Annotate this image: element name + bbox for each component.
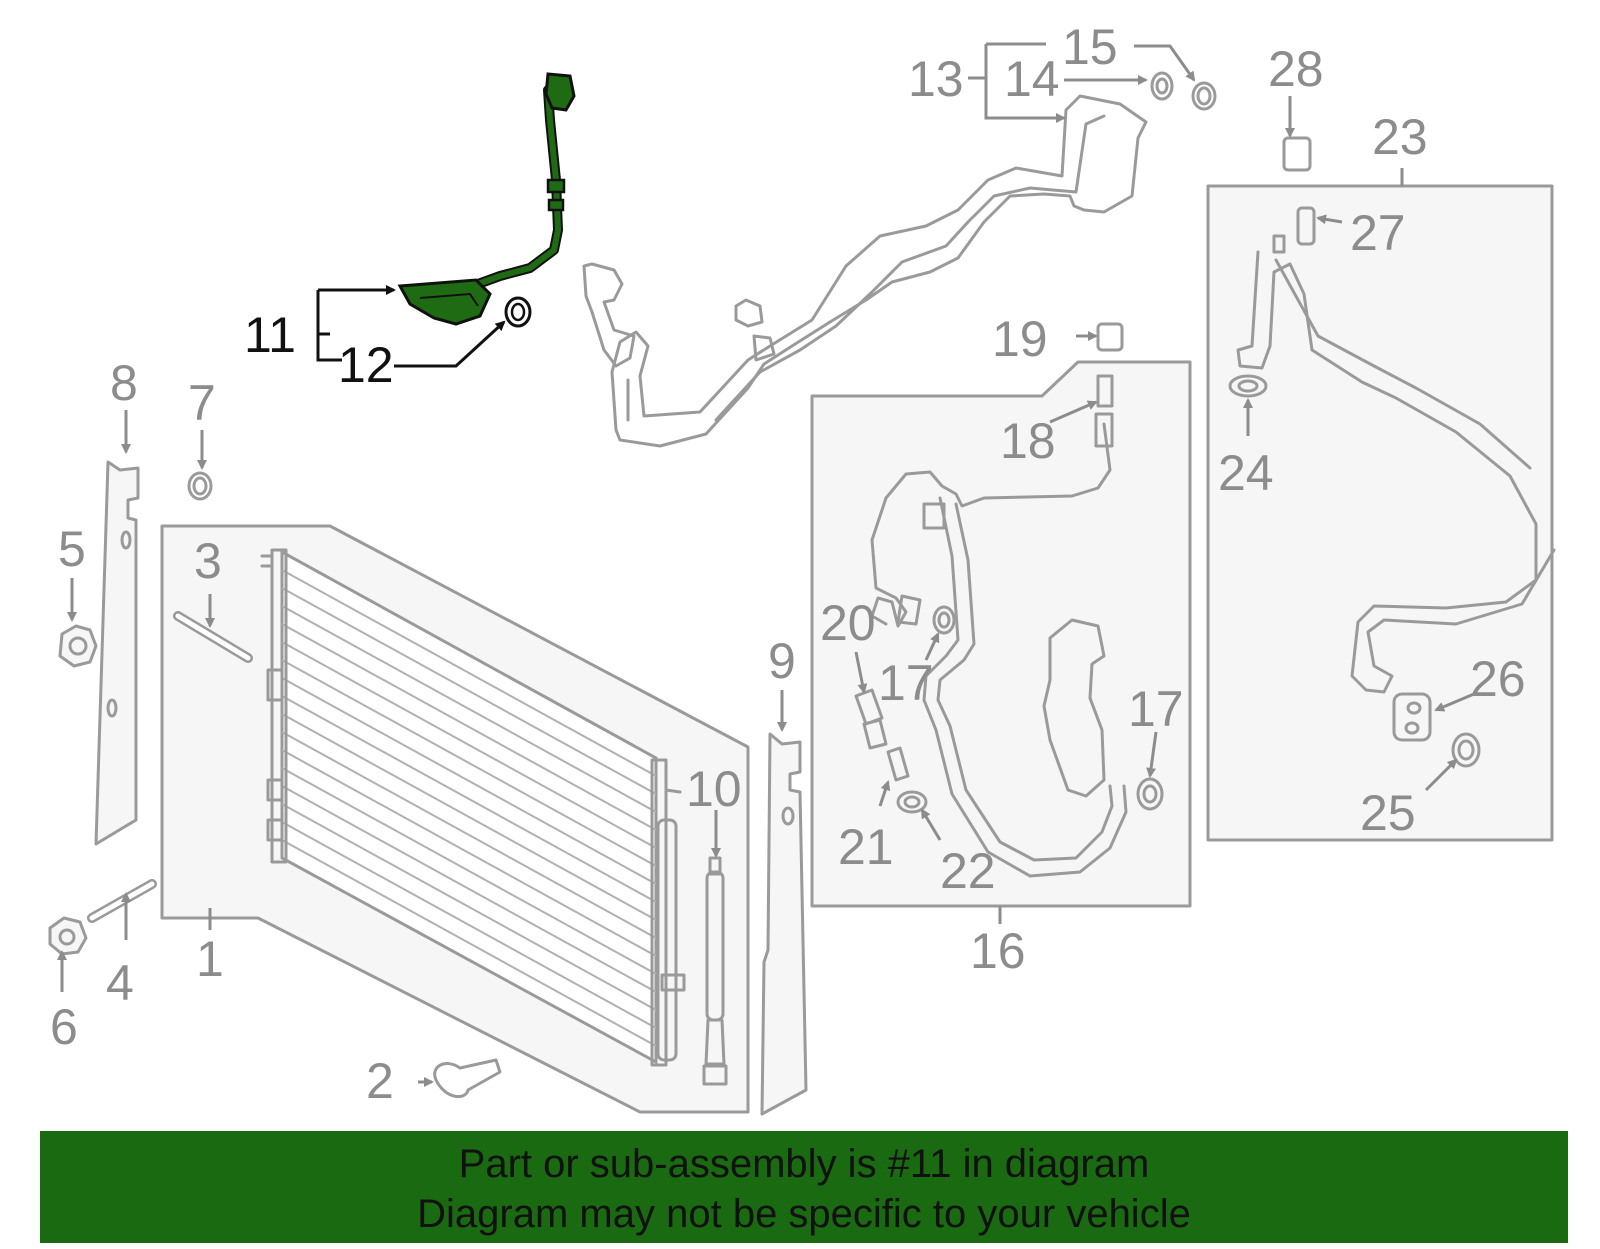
- callout-4: 4: [106, 955, 134, 1011]
- part-6-nut: [48, 916, 88, 956]
- part-3-rod: [173, 611, 253, 663]
- part-7-o-ring: [187, 471, 213, 501]
- banner-line-1: Part or sub-assembly is #11 in diagram: [458, 1142, 1150, 1186]
- info-banner: Part or sub-assembly is #11 in diagram D…: [40, 1131, 1568, 1243]
- callout-19: 19: [992, 311, 1048, 367]
- part-9-seal: [760, 732, 808, 1116]
- part-4-rod: [87, 879, 157, 923]
- callout-20: 20: [820, 595, 876, 651]
- callout-16: 16: [970, 923, 1026, 979]
- part-17-o-ring-b: [1136, 777, 1164, 811]
- callout-5: 5: [58, 521, 86, 577]
- part-5-nut: [58, 624, 98, 668]
- callout-17a: 17: [878, 655, 934, 711]
- callout-21: 21: [838, 819, 894, 875]
- callout-8: 8: [110, 355, 138, 411]
- callout-27: 27: [1350, 205, 1406, 261]
- part-19-cap: [1096, 322, 1124, 352]
- part-21-valve: [886, 746, 910, 782]
- part-15-seal: [1191, 81, 1217, 111]
- callout-25: 25: [1360, 785, 1416, 841]
- callout-2: 2: [366, 1053, 394, 1109]
- callout-10: 10: [686, 761, 742, 817]
- part-13-line: [582, 94, 1148, 448]
- callout-22: 22: [940, 843, 996, 899]
- parts-diagram: 1 2 3 4 5 6 7 8 9 10 11 12 13 14 15 16 1…: [48, 19, 1556, 1116]
- part-26-plate: [1392, 692, 1432, 742]
- callout-7: 7: [188, 375, 216, 431]
- part-12-o-ring: [504, 296, 532, 328]
- banner-line-2: Diagram may not be specific to your vehi…: [417, 1192, 1191, 1236]
- callout-11: 11: [244, 307, 296, 363]
- leader-lines: [57, 42, 1475, 1087]
- part-17-o-ring-a: [932, 605, 956, 635]
- callout-13: 13: [908, 51, 964, 107]
- callout-14: 14: [1004, 51, 1060, 107]
- condenser-assembly: [160, 524, 750, 1114]
- callout-labels: 1 2 3 4 5 6 7 8 9 10 11 12 13 14 15 16 1…: [50, 19, 1526, 1109]
- callout-28: 28: [1268, 41, 1324, 97]
- callout-3: 3: [194, 533, 222, 589]
- part-11-hose: [397, 72, 576, 326]
- callout-1: 1: [196, 931, 224, 987]
- callout-15: 15: [1062, 19, 1118, 75]
- part-10-drier: [702, 856, 728, 1086]
- callout-12: 12: [338, 337, 394, 393]
- callout-23: 23: [1372, 109, 1428, 165]
- part-22-gasket: [896, 790, 928, 814]
- callout-6: 6: [50, 999, 78, 1055]
- part-23-assembly-box: [1206, 136, 1556, 842]
- part-2-bolt: [433, 1058, 502, 1099]
- callout-26: 26: [1470, 651, 1526, 707]
- callout-9: 9: [768, 633, 796, 689]
- callout-24: 24: [1218, 445, 1274, 501]
- part-24-o-ring: [1228, 374, 1268, 398]
- part-8-seal: [94, 460, 140, 846]
- part-14-seal: [1150, 71, 1174, 101]
- callout-17b: 17: [1128, 681, 1184, 737]
- callout-18: 18: [1000, 413, 1056, 469]
- part-25-o-ring: [1451, 732, 1481, 768]
